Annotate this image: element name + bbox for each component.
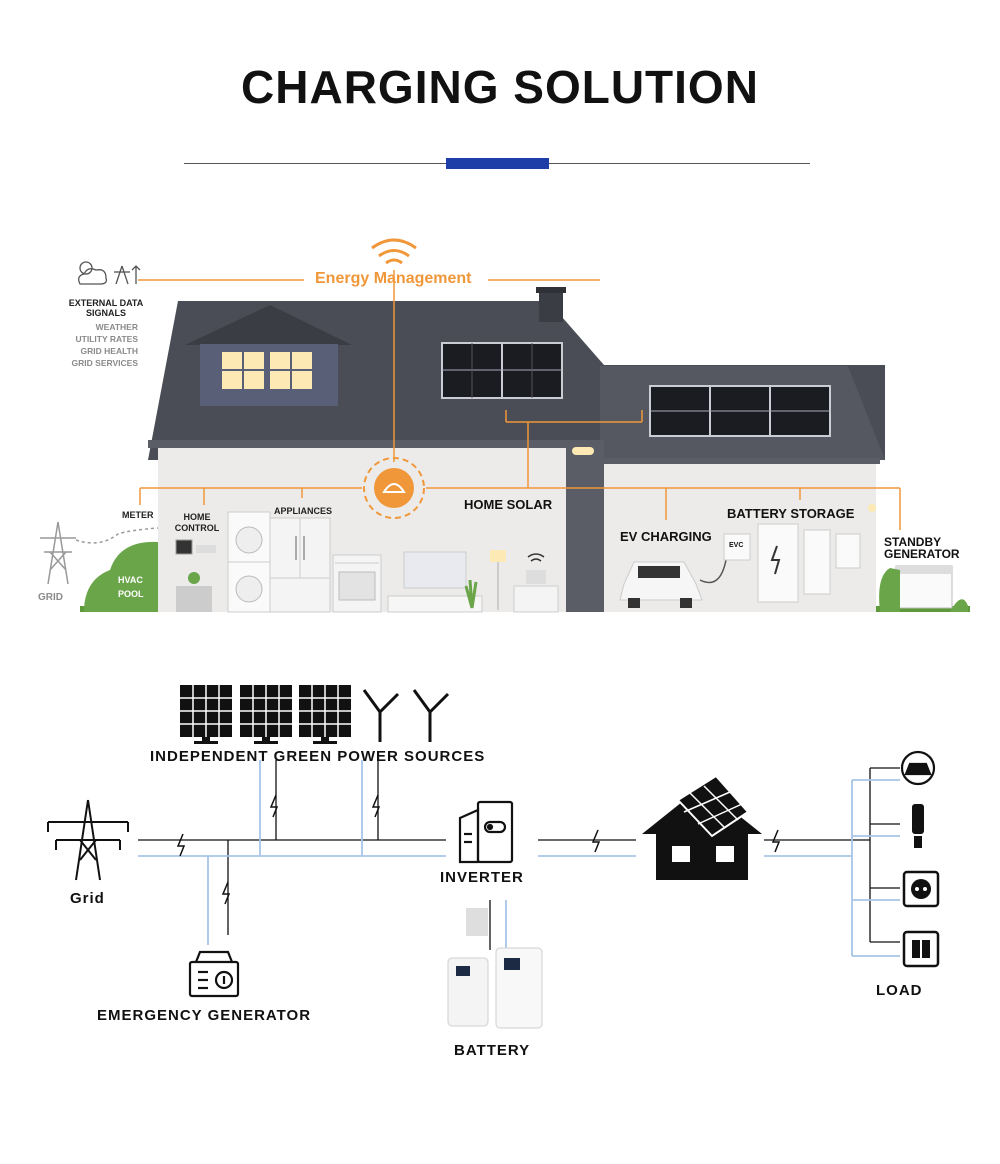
emergency-generator-icon bbox=[188, 950, 240, 998]
grid-diagram-label: Grid bbox=[70, 890, 105, 907]
green-sources-label: INDEPENDENT GREEN POWER SOURCES bbox=[150, 748, 486, 765]
roof-solar-panel-1 bbox=[441, 342, 563, 399]
green-solar-panels bbox=[180, 685, 351, 744]
energy-hub-icon bbox=[374, 468, 414, 508]
grid-tower-icon bbox=[40, 521, 159, 585]
battery-storage-label: BATTERY STORAGE bbox=[727, 506, 855, 521]
house-illustration bbox=[40, 238, 970, 613]
black-wires bbox=[138, 760, 900, 950]
bush-left bbox=[84, 541, 158, 612]
roof-solar-panel-2 bbox=[649, 385, 831, 437]
external-item-weather: WEATHER bbox=[95, 322, 138, 332]
ev-charging-label: EV CHARGING bbox=[620, 529, 712, 544]
weather-icon bbox=[78, 261, 108, 285]
external-item-grid-services: GRID SERVICES bbox=[71, 358, 138, 368]
utility-tower-icon bbox=[114, 265, 141, 285]
battery-label: BATTERY bbox=[454, 1042, 531, 1059]
external-item-utility-rates: UTILITY RATES bbox=[75, 334, 139, 344]
standby-generator-label: STANDBY GENERATOR bbox=[884, 535, 960, 561]
solar-house-icon bbox=[642, 774, 762, 880]
battery-icon bbox=[447, 908, 543, 1029]
pool-label: POOL bbox=[118, 589, 144, 599]
home-control-label: HOME CONTROL bbox=[174, 512, 220, 533]
hub-ring bbox=[363, 457, 425, 519]
energy-management-label: Energy Management bbox=[315, 270, 472, 287]
grid-pylon-icon bbox=[47, 799, 129, 881]
energy-lines bbox=[138, 270, 901, 530]
chimney bbox=[539, 290, 563, 322]
hvac-label: HVAC bbox=[118, 575, 143, 585]
blue-wires bbox=[138, 760, 900, 957]
tv bbox=[403, 551, 467, 589]
title-accent-bar bbox=[446, 158, 549, 169]
external-item-grid-health: GRID HEALTH bbox=[80, 346, 138, 356]
emergency-generator-label: EMERGENCY GENERATOR bbox=[97, 1007, 312, 1024]
load-label: LOAD bbox=[876, 982, 923, 999]
bolt-marks bbox=[176, 794, 781, 905]
meter-label: METER bbox=[122, 510, 154, 520]
home-solar-label: HOME SOLAR bbox=[464, 497, 553, 512]
load-bulb-icon bbox=[912, 804, 924, 848]
washer-dryer bbox=[227, 511, 271, 613]
inverter-icon bbox=[458, 800, 514, 864]
grid-label: GRID bbox=[38, 592, 63, 603]
load-switch-icon bbox=[902, 930, 940, 968]
inverter-label: INVERTER bbox=[440, 869, 524, 886]
wind-turbine-icons bbox=[362, 689, 450, 742]
fridge bbox=[269, 517, 331, 613]
external-data-signals-heading: EXTERNAL DATA SIGNALS bbox=[68, 298, 144, 318]
page-title: CHARGING SOLUTION bbox=[241, 61, 759, 113]
load-car-icon bbox=[900, 750, 936, 786]
oven bbox=[332, 554, 382, 613]
evc-label: EVC bbox=[729, 542, 744, 549]
evc-charger bbox=[723, 533, 751, 561]
wifi-icon bbox=[371, 238, 417, 265]
load-socket-icon bbox=[902, 870, 940, 908]
appliances-label: APPLIANCES bbox=[274, 506, 333, 516]
ev-car bbox=[619, 561, 703, 608]
dormer bbox=[200, 344, 338, 406]
